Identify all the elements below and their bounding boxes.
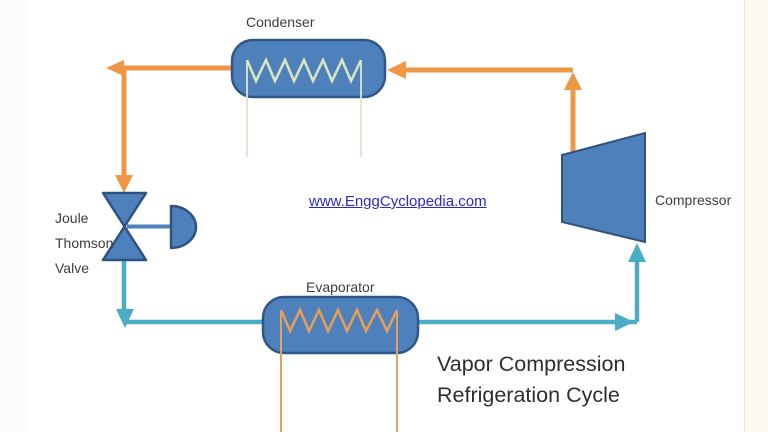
compressor-body bbox=[561, 131, 646, 244]
arrowhead-hot-left-corner bbox=[106, 60, 124, 76]
arrowhead-cold-into-compressor bbox=[628, 243, 646, 262]
hot-gas-piping bbox=[121, 65, 576, 178]
arrowhead-hot-up-corner bbox=[564, 72, 582, 90]
condenser-coil bbox=[245, 56, 363, 85]
evaporator-label: Evaporator bbox=[306, 279, 375, 295]
hot-arrowheads bbox=[106, 60, 582, 193]
watermark-link[interactable]: www.EnggCyclopedia.com bbox=[309, 193, 487, 210]
slide-edge-right bbox=[744, 0, 768, 432]
cold-arrowheads bbox=[116, 243, 646, 331]
condenser-label: Condenser bbox=[246, 14, 315, 30]
arrowhead-cold-down-corner bbox=[116, 309, 134, 328]
diagram-title: Vapor Compression Refrigeration Cycle bbox=[437, 352, 626, 407]
jt-valve-triangle-top bbox=[101, 191, 148, 228]
jt-valve-label: Joule Thomson Valve bbox=[55, 210, 114, 276]
jt-valve-actuator bbox=[169, 204, 198, 250]
compressor-label: Compressor bbox=[655, 192, 732, 208]
evaporator-coil bbox=[279, 306, 399, 335]
arrowhead-hot-into-valve bbox=[115, 175, 133, 193]
jt-valve-triangle-bottom bbox=[101, 225, 148, 262]
slide-edge-left bbox=[0, 0, 28, 432]
arrowhead-cold-right-corner bbox=[615, 313, 634, 331]
arrowhead-hot-into-condenser bbox=[387, 61, 406, 79]
